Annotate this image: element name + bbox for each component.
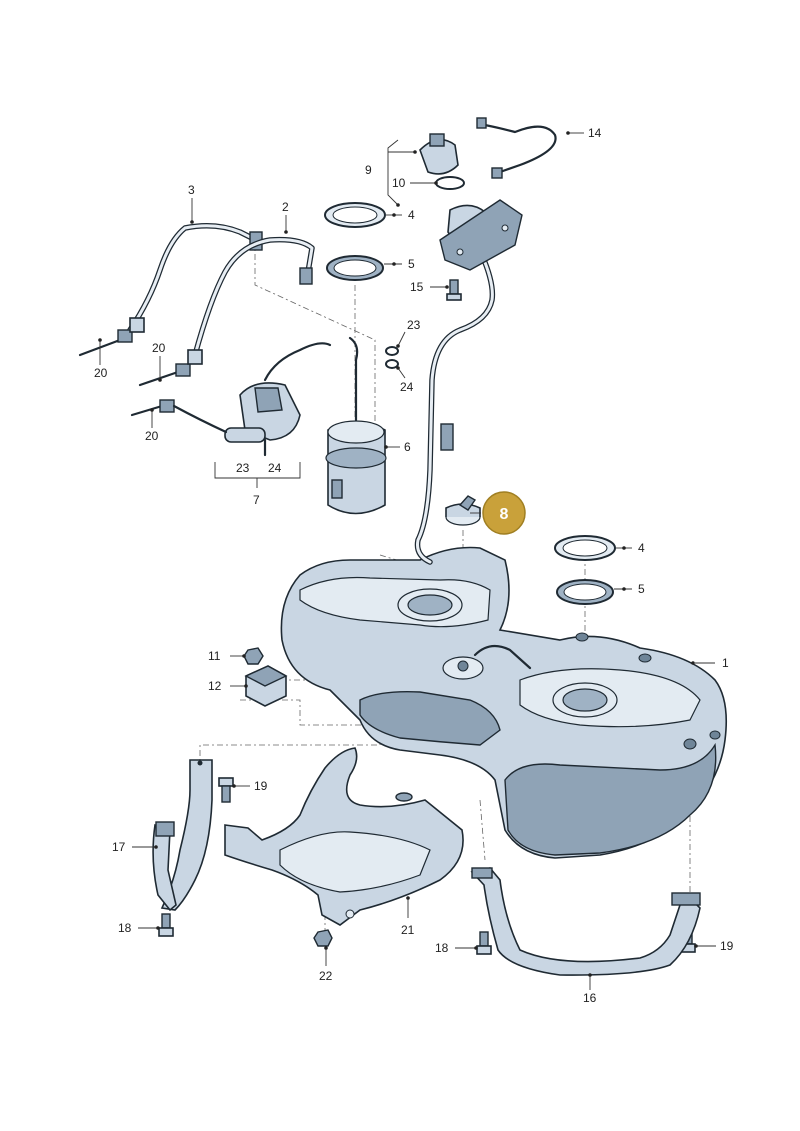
callout-23-top: 23 [407, 318, 421, 332]
callout-23-bottom: 23 [236, 461, 250, 475]
filler-bracket[interactable] [439, 199, 523, 271]
fuel-tank[interactable] [280, 546, 728, 859]
callout-20-a: 20 [94, 366, 108, 380]
callout-18-left: 18 [118, 921, 132, 935]
callout-4-right: 4 [638, 541, 645, 555]
callout-18-right: 18 [435, 941, 449, 955]
heat-shield[interactable] [224, 747, 464, 926]
callout-2: 2 [282, 200, 289, 214]
callout-19-right: 19 [720, 939, 734, 953]
fuel-pump-module[interactable] [325, 336, 387, 515]
mounting-block-12[interactable] [244, 665, 288, 707]
callout-20-b: 20 [152, 341, 166, 355]
callout-24-bottom: 24 [268, 461, 282, 475]
callout-11: 11 [208, 649, 221, 663]
callout-7: 7 [253, 493, 260, 507]
line-connector-a[interactable] [78, 317, 145, 357]
bolt-18-right[interactable] [476, 931, 492, 955]
nut-22[interactable] [313, 929, 333, 947]
line-connector-b[interactable] [138, 349, 203, 387]
callout-6: 6 [404, 440, 411, 454]
callout-9: 9 [365, 163, 372, 177]
locking-ring-top[interactable] [324, 202, 386, 228]
highlight-badge-circle [482, 491, 526, 535]
callout-16: 16 [583, 991, 597, 1005]
bolt-15[interactable] [446, 279, 462, 301]
locking-ring-right[interactable] [554, 535, 616, 561]
callout-3: 3 [188, 183, 195, 197]
o-ring-24[interactable] [385, 359, 399, 369]
callout-5-top: 5 [408, 257, 415, 271]
tank-strap-right[interactable] [470, 867, 701, 976]
bolt-18-left[interactable] [158, 913, 174, 937]
breather-line[interactable] [476, 117, 557, 179]
bolt-19-left[interactable] [218, 777, 234, 803]
sender-unit[interactable] [445, 495, 481, 526]
callout-12: 12 [208, 679, 222, 693]
callout-22: 22 [319, 969, 333, 983]
callout-21: 21 [401, 923, 415, 937]
callout-15: 15 [410, 280, 424, 294]
callout-17: 17 [112, 840, 126, 854]
seal-ring-right[interactable] [556, 579, 614, 605]
line-connector-c[interactable] [130, 399, 175, 417]
callout-leaders [98, 131, 716, 990]
callout-5-right: 5 [638, 582, 645, 596]
seal-ring-top[interactable] [326, 255, 384, 281]
callout-4-top: 4 [408, 208, 415, 222]
callout-24-top: 24 [400, 380, 414, 394]
cap-seal-ring[interactable] [435, 176, 465, 190]
filter-assembly[interactable] [172, 342, 332, 457]
fuel-cap[interactable] [419, 133, 459, 175]
highlight-badge[interactable]: 8 [482, 491, 526, 535]
callout-20-c: 20 [145, 429, 159, 443]
callout-14: 14 [588, 126, 602, 140]
o-ring-23[interactable] [385, 346, 399, 356]
callout-10: 10 [392, 176, 406, 190]
fuel-line-3[interactable] [127, 223, 263, 333]
fuel-line-2[interactable] [192, 236, 315, 358]
highlight-badge-label: 8 [500, 506, 509, 523]
callout-19-left: 19 [254, 779, 268, 793]
nut-11[interactable] [243, 647, 264, 665]
tank-strap-left[interactable] [152, 759, 213, 912]
callout-1: 1 [722, 656, 729, 670]
callout-labels: 1 2 3 4 5 4 5 6 7 9 10 11 12 14 15 16 17… [94, 126, 734, 1005]
